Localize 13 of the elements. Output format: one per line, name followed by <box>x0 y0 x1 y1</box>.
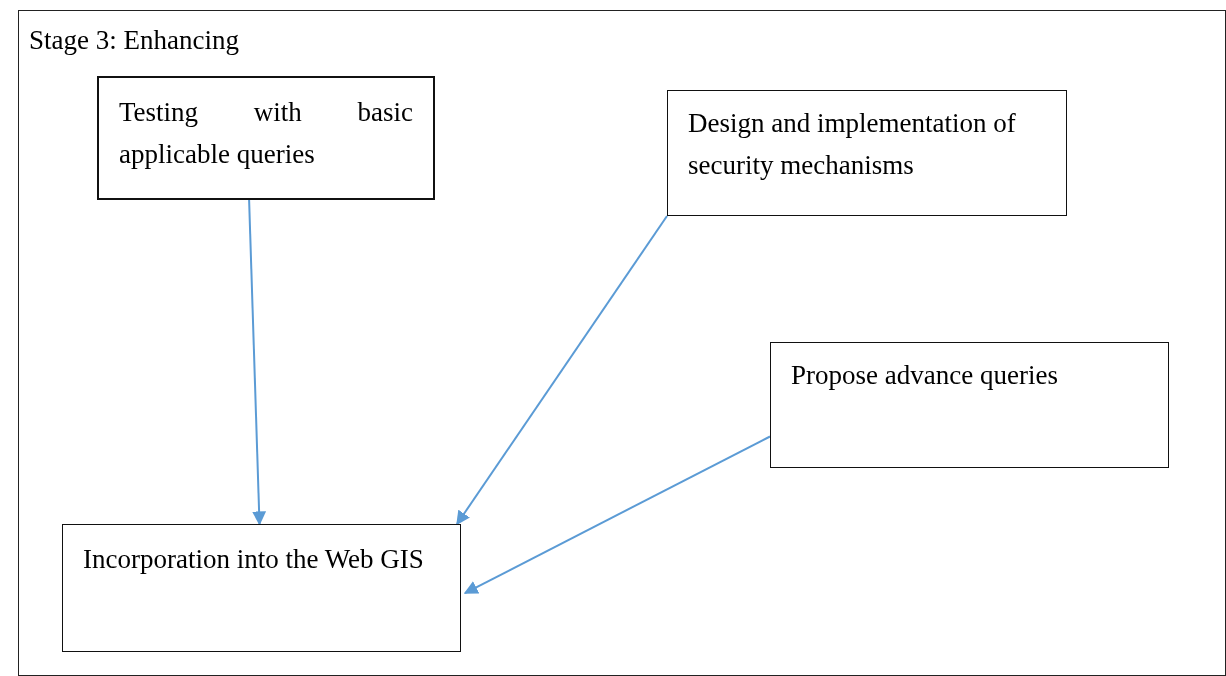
process-box <box>667 90 1067 216</box>
box-text: Propose advance queries <box>791 359 1059 392</box>
stage-frame <box>18 10 1226 676</box>
process-box <box>770 342 1169 468</box>
process-box <box>62 524 461 652</box>
box-text: Design and implementation of security mechanisms <box>688 107 1017 182</box>
box-text: Incorporation into the Web GIS <box>83 543 425 576</box>
process-box <box>97 76 435 200</box>
arrow <box>248 199 267 526</box>
arrow <box>456 215 668 526</box>
arrow <box>463 435 771 595</box>
stage-heading: Stage 3: Enhancing <box>29 25 239 56</box>
box-text: Testing with basic applicable queries <box>119 96 413 171</box>
